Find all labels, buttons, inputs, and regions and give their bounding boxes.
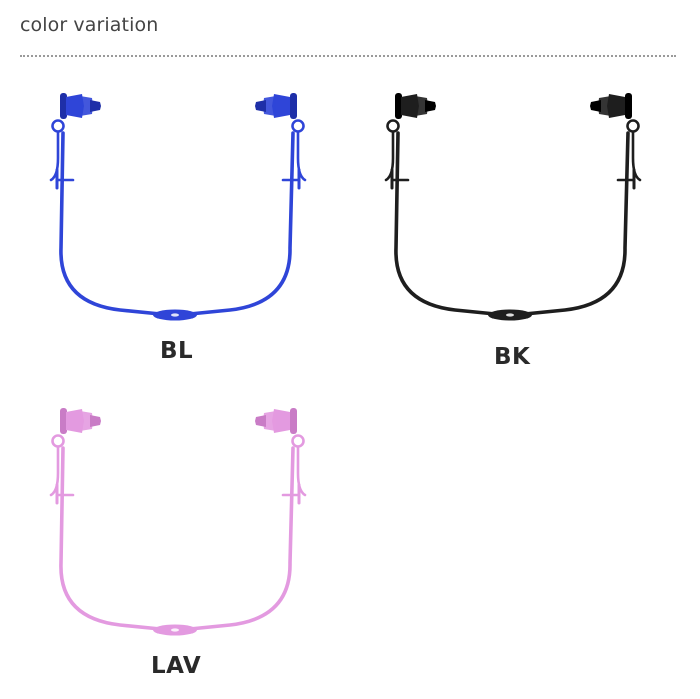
variant-label: BL: [160, 338, 194, 364]
variant-label: BK: [494, 344, 531, 370]
dotted-divider: [20, 55, 676, 57]
earplug-strap-image: [384, 93, 642, 321]
variant-lav[interactable]: LAV: [35, 403, 325, 693]
earplug-strap-image: [49, 408, 307, 636]
earplug-strap-image: [49, 93, 307, 321]
variant-label: LAV: [151, 653, 202, 679]
section-title: color variation: [20, 14, 159, 36]
variant-bk[interactable]: BK: [370, 88, 660, 370]
variant-bl[interactable]: BL: [35, 88, 325, 368]
